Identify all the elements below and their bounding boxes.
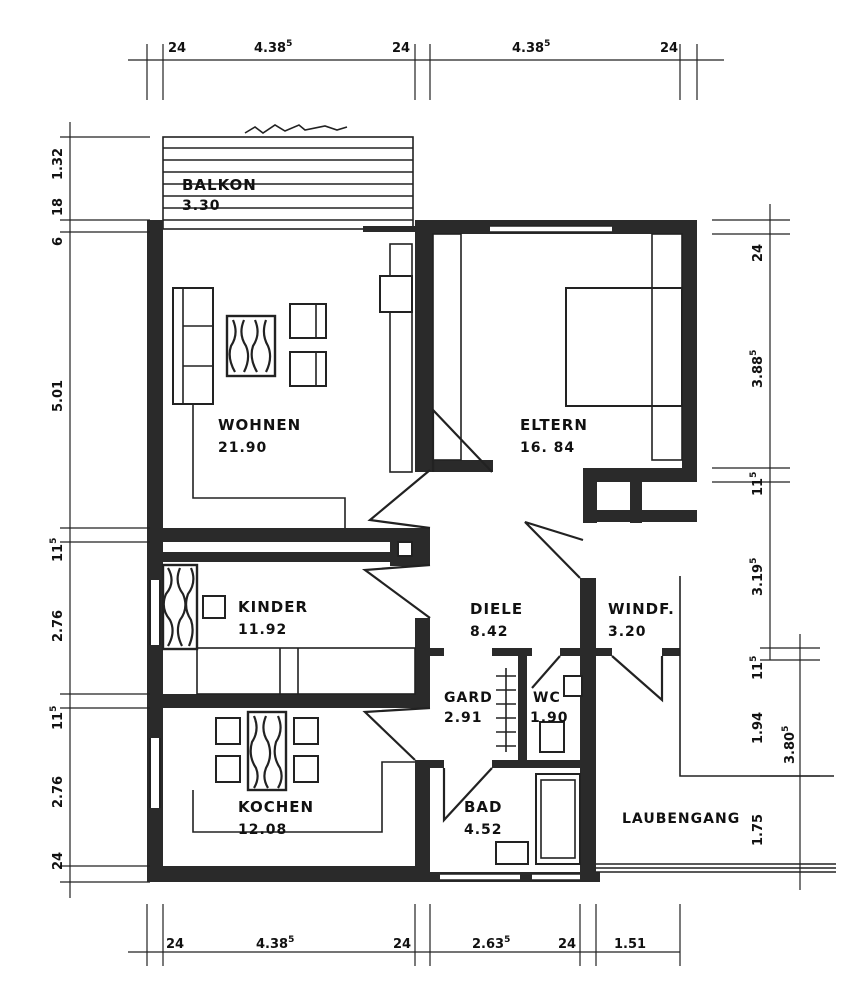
room-name-windf: WINDF. bbox=[608, 600, 675, 618]
dim-bottom-3: 2.635 bbox=[472, 935, 510, 952]
dim-bottom-4: 24 bbox=[558, 937, 576, 952]
room-area-bad: 4.52 bbox=[464, 822, 503, 838]
dimension-labels-bottom: 24 4.385 24 2.635 24 1.51 bbox=[166, 935, 646, 952]
dim-top-1: 4.385 bbox=[254, 39, 292, 56]
dim-right-1: 3.885 bbox=[749, 350, 766, 388]
balcony bbox=[162, 124, 414, 230]
room-name-eltern: ELTERN bbox=[520, 416, 588, 434]
dim-top-2: 24 bbox=[392, 41, 410, 56]
room-area-wohnen: 21.90 bbox=[218, 440, 267, 456]
dim-top-3: 4.385 bbox=[512, 39, 550, 56]
room-name-laubengang: LAUBENGANG bbox=[622, 811, 740, 827]
dim-left-8: 24 bbox=[51, 852, 66, 870]
room-area-kochen: 12.08 bbox=[238, 822, 287, 838]
room-area-windf: 3.20 bbox=[608, 624, 647, 640]
dim-right-4: 115 bbox=[749, 656, 766, 680]
dimension-lines bbox=[60, 44, 820, 966]
furniture bbox=[161, 233, 836, 873]
room-name-wohnen: WOHNEN bbox=[218, 416, 301, 434]
room-area-diele: 8.42 bbox=[470, 624, 509, 640]
room-area-kinder: 11.92 bbox=[238, 622, 287, 638]
dim-bottom-2: 24 bbox=[393, 937, 411, 952]
dim-left-3: 5.01 bbox=[51, 380, 66, 412]
dim-bottom-1: 4.385 bbox=[256, 935, 294, 952]
dim-bottom-5: 1.51 bbox=[614, 937, 646, 952]
dim-top-0: 24 bbox=[168, 41, 186, 56]
room-name-diele: DIELE bbox=[470, 600, 523, 618]
dim-right-0: 24 bbox=[751, 244, 766, 262]
dim-right-6: 3.805 bbox=[781, 726, 798, 764]
dim-right-7: 1.75 bbox=[751, 814, 766, 846]
dim-bottom-0: 24 bbox=[166, 937, 184, 952]
dim-left-0: 1.32 bbox=[51, 148, 66, 180]
dim-left-6: 115 bbox=[49, 706, 66, 730]
dimension-labels-left: 1.32 18 6 5.01 115 2.76 115 2.76 24 bbox=[49, 148, 66, 870]
room-name-kochen: KOCHEN bbox=[238, 798, 314, 816]
dim-right-3: 3.195 bbox=[749, 558, 766, 596]
dimension-labels-right: 24 3.885 115 3.195 115 1.94 3.805 1.75 bbox=[749, 244, 798, 846]
dim-top-4: 24 bbox=[660, 41, 678, 56]
dim-left-1: 18 bbox=[51, 198, 66, 216]
dim-right-5: 1.94 bbox=[751, 712, 766, 744]
room-name-balkon: BALKON bbox=[182, 176, 257, 194]
dim-left-2: 6 bbox=[51, 237, 66, 246]
dim-right-2: 115 bbox=[749, 472, 766, 496]
dim-left-4: 115 bbox=[49, 538, 66, 562]
room-area-eltern: 16. 84 bbox=[520, 440, 575, 456]
room-area-balkon: 3.30 bbox=[182, 198, 221, 214]
dim-left-5: 2.76 bbox=[51, 610, 66, 642]
dimension-labels-top: 24 4.385 24 4.385 24 bbox=[168, 39, 678, 56]
room-name-wc: WC bbox=[533, 690, 561, 706]
dim-left-7: 2.76 bbox=[51, 776, 66, 808]
room-area-gard: 2.91 bbox=[444, 710, 483, 726]
windows bbox=[149, 225, 612, 881]
room-area-wc: 1.90 bbox=[530, 710, 569, 726]
room-name-gard: GARD bbox=[444, 690, 493, 706]
room-name-kinder: KINDER bbox=[238, 598, 308, 616]
room-name-bad: BAD bbox=[464, 798, 503, 816]
